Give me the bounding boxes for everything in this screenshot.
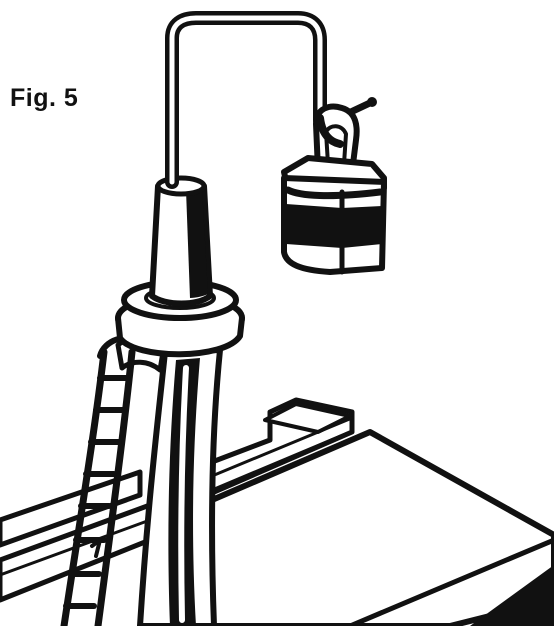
nozzle-top [155,175,207,197]
bent-rod [165,11,327,189]
post-highlight [178,365,189,623]
weight-band-side [342,206,382,248]
collar-lower-side [115,315,245,358]
ladder-right-rail [94,348,136,626]
clamp [313,97,377,175]
table-edge-line [347,537,554,626]
nozzle [149,175,213,307]
step-block-line-a [210,416,354,478]
left-rail [0,469,143,548]
weight-band [286,204,342,248]
nozzle-shade [186,188,208,298]
weight [281,155,387,275]
step-block-top [263,402,352,434]
ladder [60,335,141,626]
ladder-hook [90,538,102,558]
rod-end [316,114,344,148]
table-base [0,397,554,626]
clamp-pin-head [367,97,377,107]
step-block-line-b [210,430,352,492]
weight-rim [284,186,384,200]
table-edge [470,565,554,626]
figure-label: Fig. 5 [10,84,79,112]
rod-inner [169,15,323,185]
ladder-left-rail [60,348,108,626]
rod-outer [165,11,327,189]
